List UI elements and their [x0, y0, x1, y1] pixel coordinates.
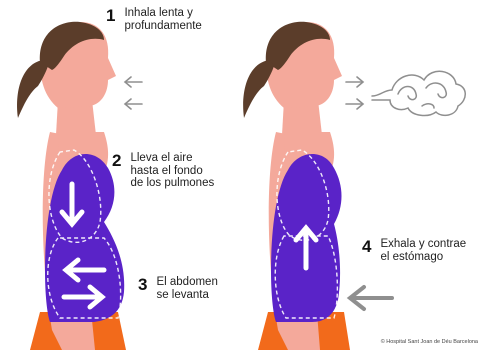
ponytail-right	[243, 60, 274, 118]
step-4-number: 4	[362, 238, 371, 255]
copyright-credit: © Hospital Sant Joan de Déu Barcelona	[381, 339, 478, 345]
breath-out-arrow-icon	[346, 77, 363, 109]
step-4-text: Exhala y contrae el estómago	[380, 238, 466, 263]
step-4: 4 Exhala y contrae el estómago	[362, 238, 466, 263]
breath-in-arrow-icon	[125, 77, 142, 109]
step-1-text: Inhala lenta y profundamente	[124, 7, 201, 32]
step-2: 2 Lleva el aire hasta el fondo de los pu…	[112, 152, 214, 190]
step-1: 1 Inhala lenta y profundamente	[106, 7, 202, 32]
figure-exhale	[243, 22, 350, 350]
figure-inhale	[17, 22, 126, 350]
step-3: 3 El abdomen se levanta	[138, 276, 218, 301]
step-3-number: 3	[138, 276, 147, 293]
step-3-text: El abdomen se levanta	[156, 276, 217, 301]
step-2-text: Lleva el aire hasta el fondo de los pulm…	[130, 152, 214, 190]
ponytail-left	[17, 60, 48, 118]
step-1-number: 1	[106, 7, 115, 24]
step-2-number: 2	[112, 152, 121, 169]
push-arrow-icon	[350, 287, 392, 309]
exhaled-air-cloud-icon	[372, 71, 465, 115]
